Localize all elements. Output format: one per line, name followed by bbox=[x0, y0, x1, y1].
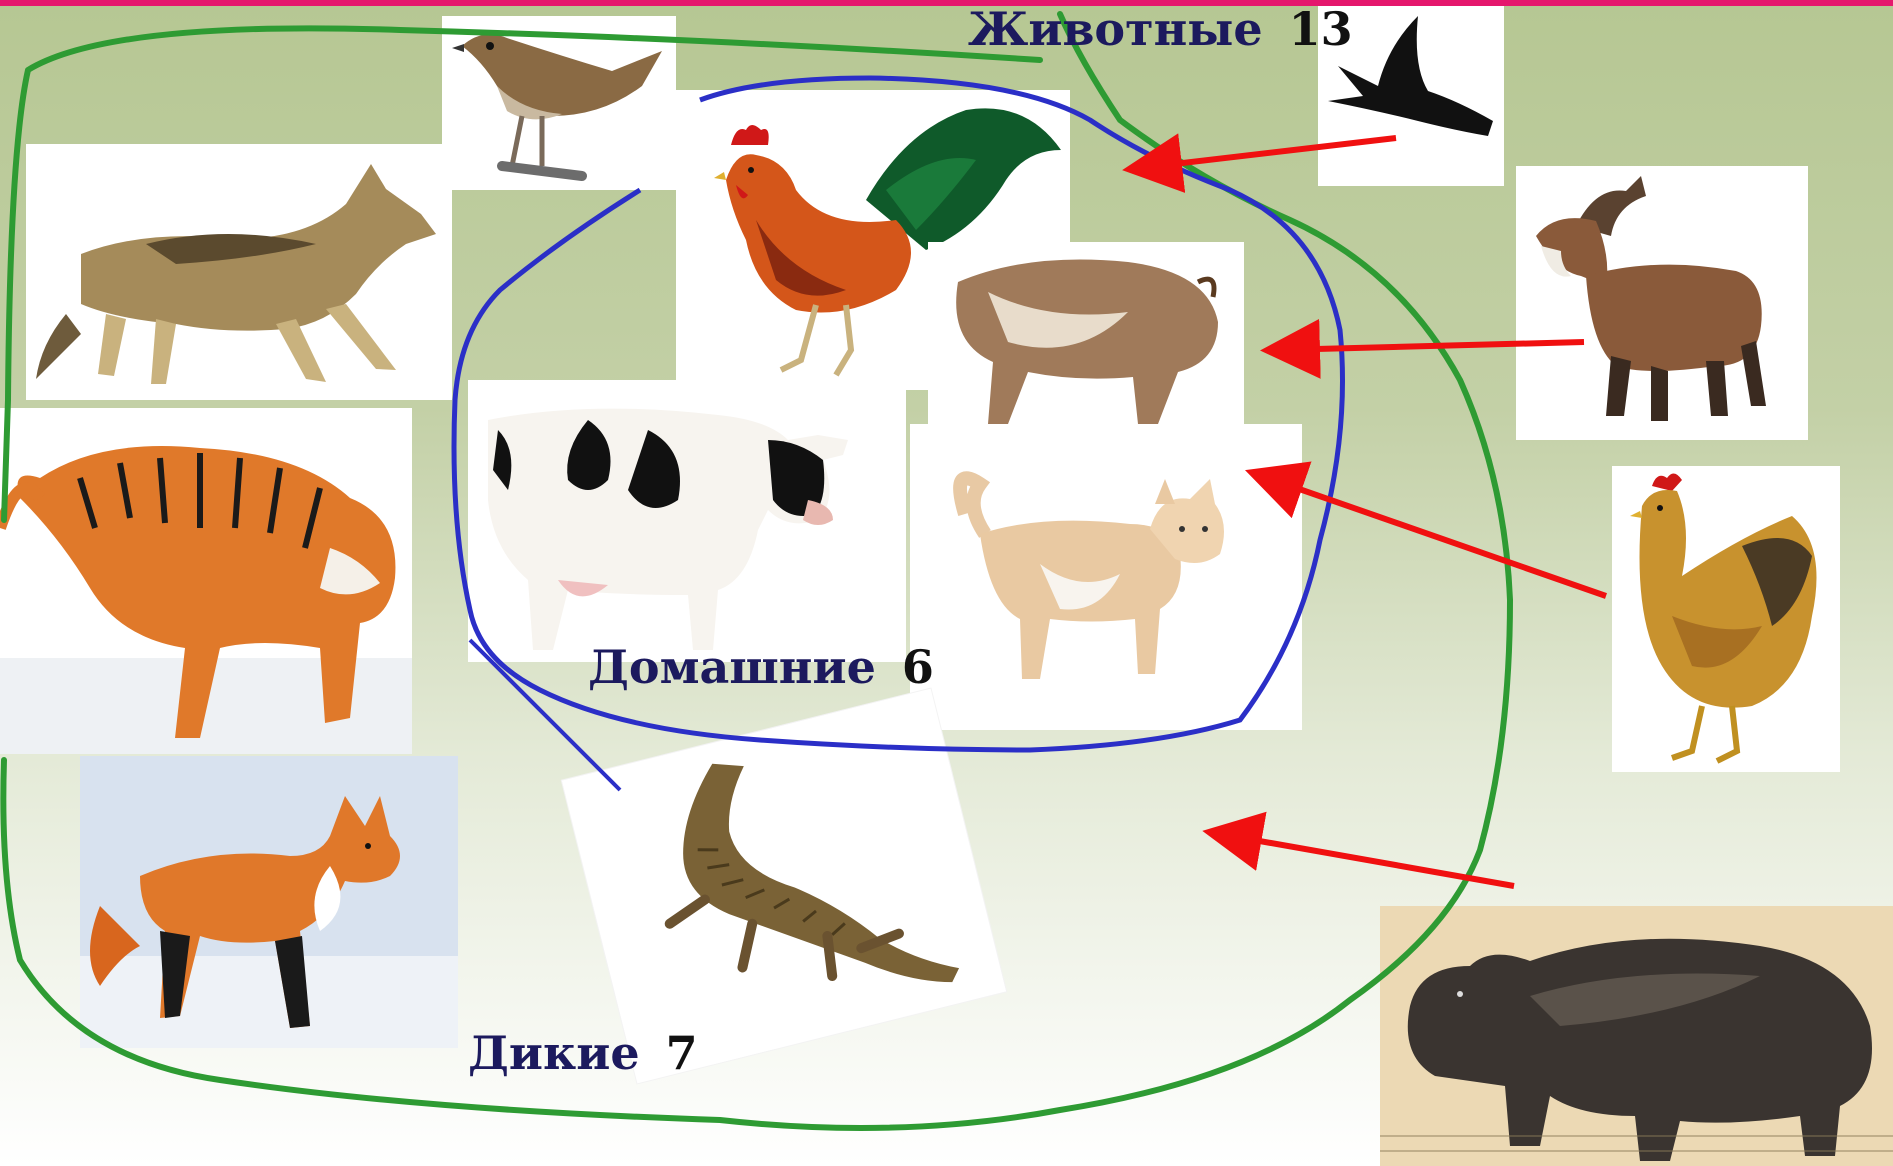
label-wild-count: 7 bbox=[666, 1026, 698, 1080]
label-all-count: 13 bbox=[1289, 2, 1353, 56]
arrow-goat bbox=[1278, 342, 1584, 350]
label-domestic: Домашние 6 bbox=[588, 640, 934, 694]
arrow-swallow bbox=[1140, 138, 1396, 168]
label-all-animals: Животные 13 bbox=[968, 2, 1353, 56]
label-wild-text: Дикие bbox=[468, 1026, 640, 1080]
label-domestic-text: Домашние bbox=[588, 640, 876, 694]
arrow-hippo bbox=[1220, 834, 1514, 886]
arrow-hen bbox=[1262, 476, 1606, 596]
label-domestic-count: 6 bbox=[902, 640, 934, 694]
label-all-text: Животные bbox=[968, 2, 1263, 56]
label-wild: Дикие 7 bbox=[468, 1026, 698, 1080]
all-animals-outline bbox=[3, 14, 1510, 1128]
